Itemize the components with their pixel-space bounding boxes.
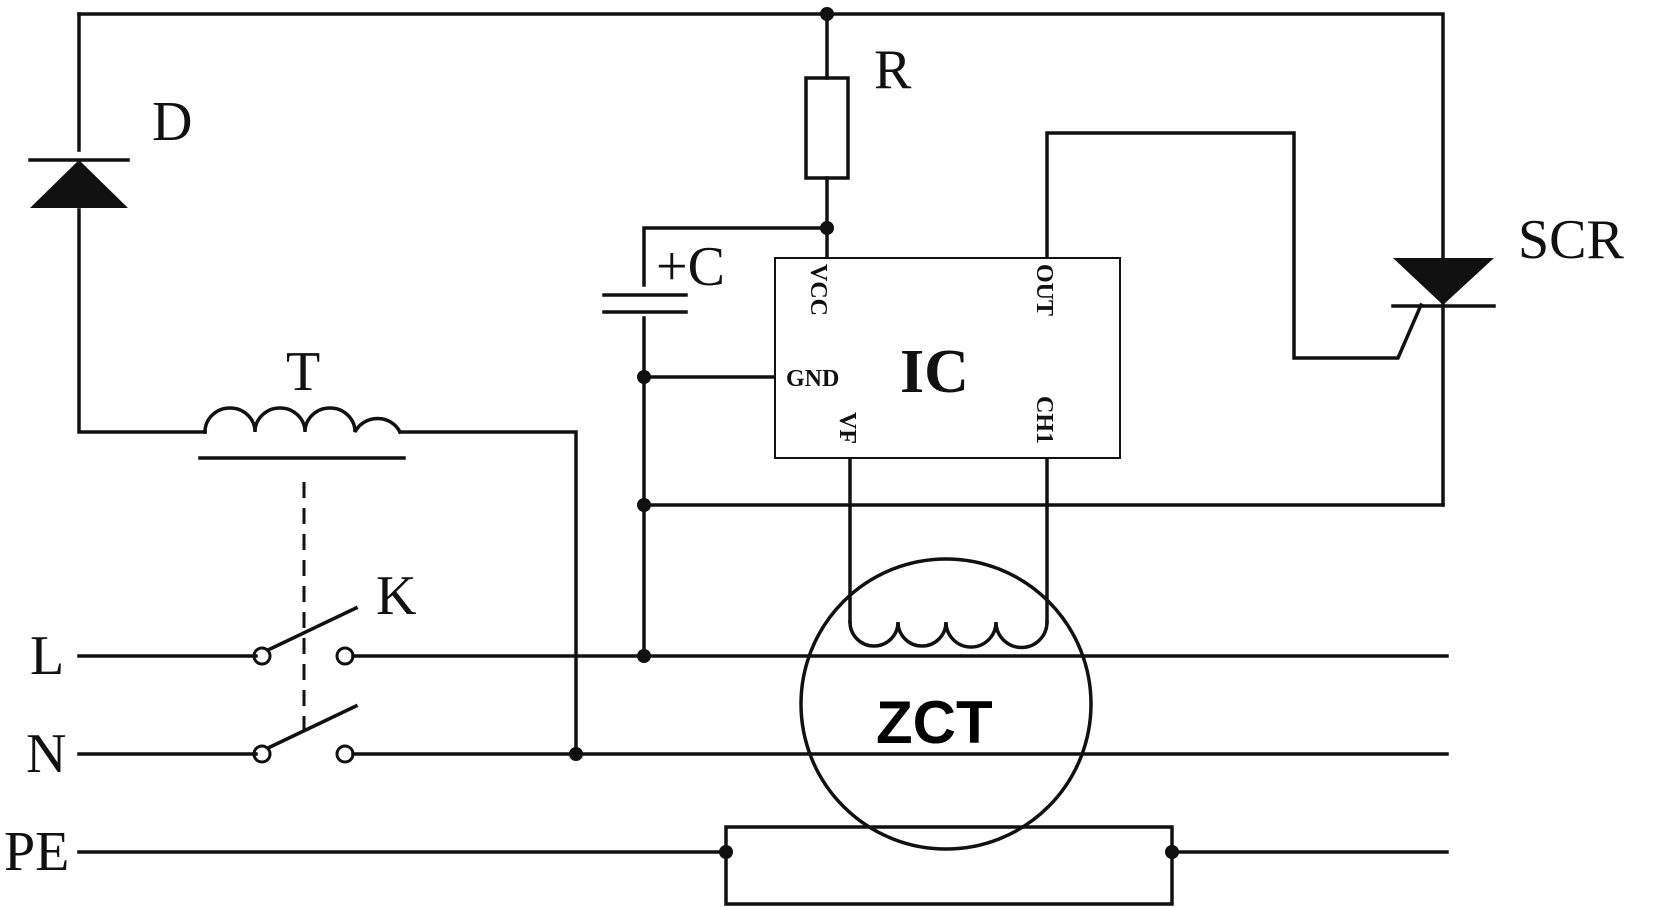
top-rail-wire: [79, 14, 1443, 505]
junction-dot: [820, 221, 834, 235]
diode-branch-wire: [79, 14, 205, 432]
transformer: T: [200, 341, 404, 730]
diode-label: D: [152, 91, 192, 153]
junction-dot: [820, 7, 834, 21]
capacitor-label: +C: [656, 236, 725, 298]
pin-gnd-label: GND: [786, 366, 839, 392]
switch: K: [254, 565, 416, 762]
pin-ch1-label: CH1: [1031, 396, 1057, 444]
junction-dot: [637, 649, 651, 663]
resistor: R: [806, 39, 912, 178]
zct: ZCT: [801, 559, 1091, 849]
switch-label: K: [376, 565, 416, 627]
capacitor: +C: [604, 236, 725, 312]
pin-out-label: OUT: [1031, 264, 1057, 316]
line-n-label: N: [26, 723, 66, 785]
pe-bypass-loop: [726, 827, 1172, 904]
junction-dot: [637, 370, 651, 384]
junction-dot: [569, 747, 583, 761]
line-pe-label: PE: [4, 821, 69, 883]
zct-label: ZCT: [876, 689, 993, 756]
ic: IC GND VCC OUT VF CH1: [775, 258, 1120, 458]
diode: D: [30, 91, 192, 208]
line-l-label: L: [30, 625, 64, 687]
junction-dot: [719, 845, 733, 859]
resistor-label: R: [874, 39, 912, 101]
scr-label: SCR: [1518, 209, 1624, 271]
junction-dot: [1165, 845, 1179, 859]
ic-label: IC: [900, 338, 969, 406]
pin-vcc-label: VCC: [805, 264, 831, 316]
pin-vf-label: VF: [834, 412, 860, 444]
junction-dot: [637, 498, 651, 512]
transformer-label: T: [286, 341, 320, 403]
scr: SCR: [1393, 209, 1624, 306]
transformer-to-n-wire: [400, 432, 576, 754]
